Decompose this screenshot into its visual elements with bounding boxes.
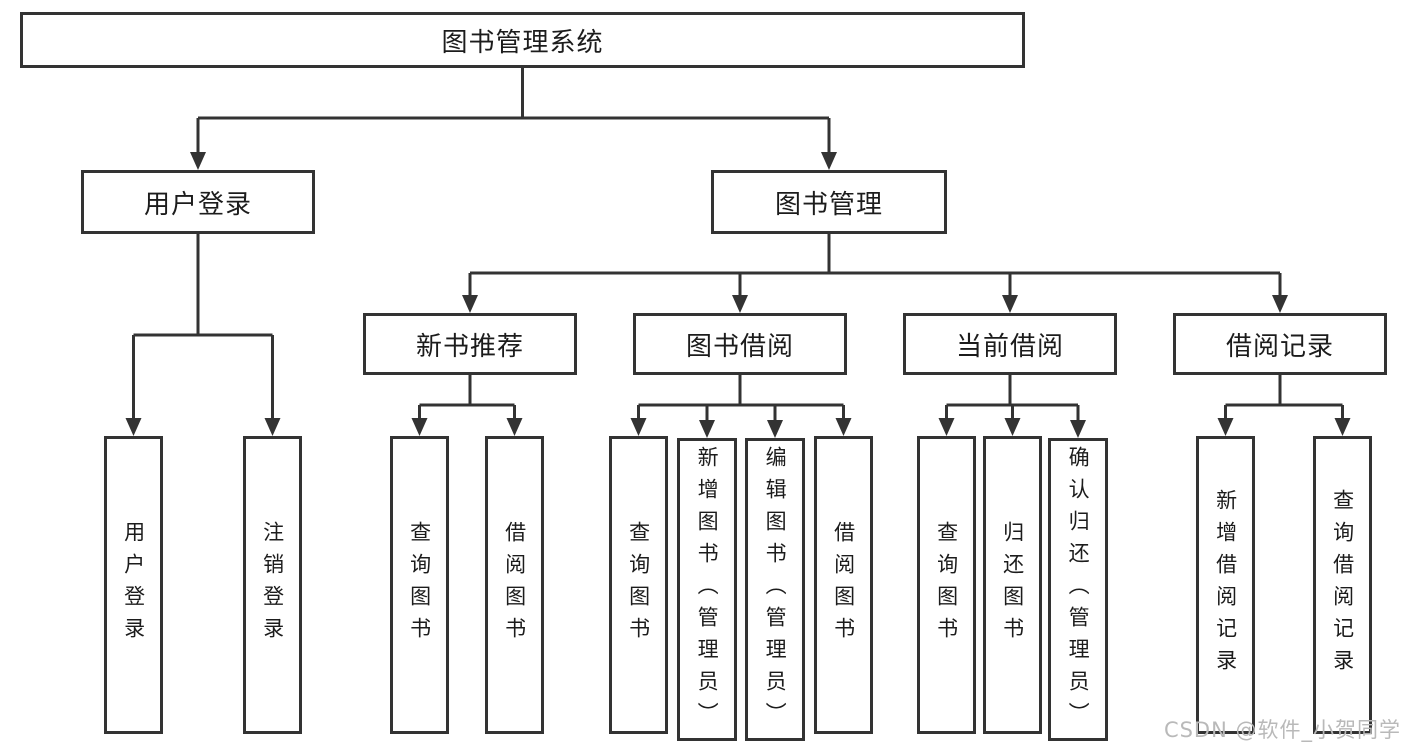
leaf-user-login: 用户登录 bbox=[104, 436, 163, 734]
leaf-logout: 注销登录 bbox=[243, 436, 302, 734]
leaf-query-borrow-record-label: 查询借阅记录 bbox=[1330, 489, 1355, 681]
leaf-add-borrow-record: 新增借阅记录 bbox=[1196, 436, 1255, 734]
leaf-confirm-return-admin: 确认归还（管理员） bbox=[1048, 438, 1108, 741]
leaf-query-books-3: 查询图书 bbox=[917, 436, 976, 734]
leaf-query-books-1-label: 查询图书 bbox=[407, 521, 432, 649]
leaf-edit-book-admin-label: 编辑图书（管理员） bbox=[763, 445, 788, 734]
node-new-book-recommend-label: 新书推荐 bbox=[415, 331, 524, 362]
node-current-borrow-label: 当前借阅 bbox=[955, 331, 1064, 362]
leaf-query-borrow-record: 查询借阅记录 bbox=[1313, 436, 1372, 734]
leaf-return-book-label: 归还图书 bbox=[1000, 521, 1025, 649]
leaf-borrow-books-1-label: 借阅图书 bbox=[502, 521, 527, 649]
node-borrow-records: 借阅记录 bbox=[1173, 313, 1387, 375]
node-current-borrow: 当前借阅 bbox=[903, 313, 1117, 375]
leaf-borrow-books-1: 借阅图书 bbox=[485, 436, 544, 734]
node-new-book-recommend: 新书推荐 bbox=[363, 313, 577, 375]
leaf-query-books-3-label: 查询图书 bbox=[934, 521, 959, 649]
node-root: 图书管理系统 bbox=[20, 12, 1025, 68]
leaf-query-books-1: 查询图书 bbox=[390, 436, 449, 734]
node-book-management: 图书管理 bbox=[711, 170, 947, 234]
node-book-management-label: 图书管理 bbox=[774, 189, 883, 220]
node-user-login-label: 用户登录 bbox=[143, 189, 252, 220]
node-book-borrow: 图书借阅 bbox=[633, 313, 847, 375]
leaf-add-book-admin: 新增图书（管理员） bbox=[677, 438, 737, 741]
node-book-borrow-label: 图书借阅 bbox=[685, 331, 794, 362]
leaf-user-login-label: 用户登录 bbox=[121, 521, 146, 649]
node-root-label: 图书管理系统 bbox=[441, 27, 604, 58]
leaf-return-book: 归还图书 bbox=[983, 436, 1042, 734]
node-borrow-records-label: 借阅记录 bbox=[1225, 331, 1334, 362]
leaf-edit-book-admin: 编辑图书（管理员） bbox=[745, 438, 805, 741]
leaf-add-borrow-record-label: 新增借阅记录 bbox=[1213, 489, 1238, 681]
watermark: CSDN @软件_小贺同学 bbox=[1163, 718, 1401, 742]
leaf-confirm-return-admin-label: 确认归还（管理员） bbox=[1066, 445, 1091, 734]
leaf-logout-label: 注销登录 bbox=[260, 521, 285, 649]
leaf-borrow-books-2: 借阅图书 bbox=[814, 436, 873, 734]
leaf-query-books-2: 查询图书 bbox=[609, 436, 668, 734]
leaf-borrow-books-2-label: 借阅图书 bbox=[831, 521, 856, 649]
leaf-add-book-admin-label: 新增图书（管理员） bbox=[695, 445, 720, 734]
leaf-query-books-2-label: 查询图书 bbox=[626, 521, 651, 649]
node-user-login: 用户登录 bbox=[81, 170, 315, 234]
connector-lines bbox=[132, 66, 1344, 421]
arrowhead-icons bbox=[125, 152, 1351, 438]
